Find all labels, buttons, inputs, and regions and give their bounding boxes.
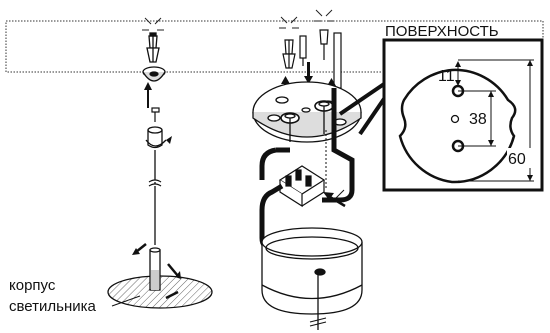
dimension-arrowheads (455, 60, 533, 181)
cable-holder (145, 126, 172, 149)
ceiling-cup (142, 66, 166, 82)
dim-plate-diameter: 60 (508, 151, 526, 168)
dim-offset: 11 (438, 68, 455, 85)
wire-ends (335, 189, 349, 201)
lamp-body-label-line2: светильника (9, 298, 97, 315)
surface-label: ПОВЕРХНОСТЬ (385, 23, 499, 40)
canopy (261, 227, 363, 315)
drill-mark-left (142, 17, 164, 31)
lamp-body-label-line1: корпус (9, 277, 56, 294)
terminal-block (278, 165, 326, 208)
drill-mark-center-1 (279, 16, 299, 29)
left-assembly (107, 17, 213, 309)
screws-dowels-center (282, 29, 342, 89)
drill-mark-center-2 (314, 9, 334, 22)
zoom-callout (338, 38, 544, 192)
detail-box (382, 38, 544, 192)
power-cable (322, 88, 355, 203)
detail-hole-center (450, 114, 460, 124)
break-mark-left (148, 179, 162, 187)
arrow-to-terminal (323, 192, 346, 208)
label-leader (111, 295, 141, 307)
center-assembly (252, 9, 363, 330)
break-mark-center (309, 317, 327, 327)
screw-dowel-left (146, 32, 160, 63)
loop-top (259, 147, 277, 180)
small-screw-left (151, 107, 160, 122)
detail-plate-outline (398, 68, 517, 184)
plate-screws (284, 101, 330, 142)
lamp-body-plate (107, 243, 213, 309)
arrow-up-left (144, 82, 152, 108)
dim-hole-spacing: 38 (469, 111, 487, 128)
